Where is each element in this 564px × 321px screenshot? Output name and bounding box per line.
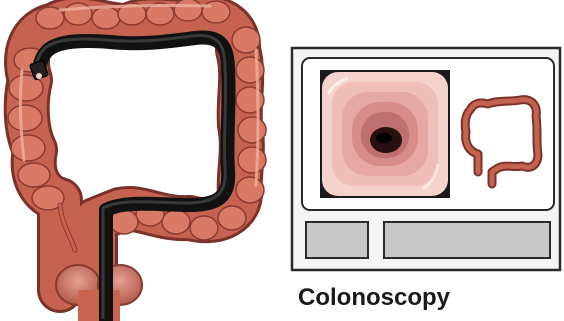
status-panel-right [384,222,550,258]
status-panel-left [306,222,368,258]
monitor-illustration [288,44,564,276]
colon-anatomy-illustration [0,0,270,321]
colon-interior-view-icon [320,70,450,198]
caption-title: Colonoscopy [298,283,548,313]
